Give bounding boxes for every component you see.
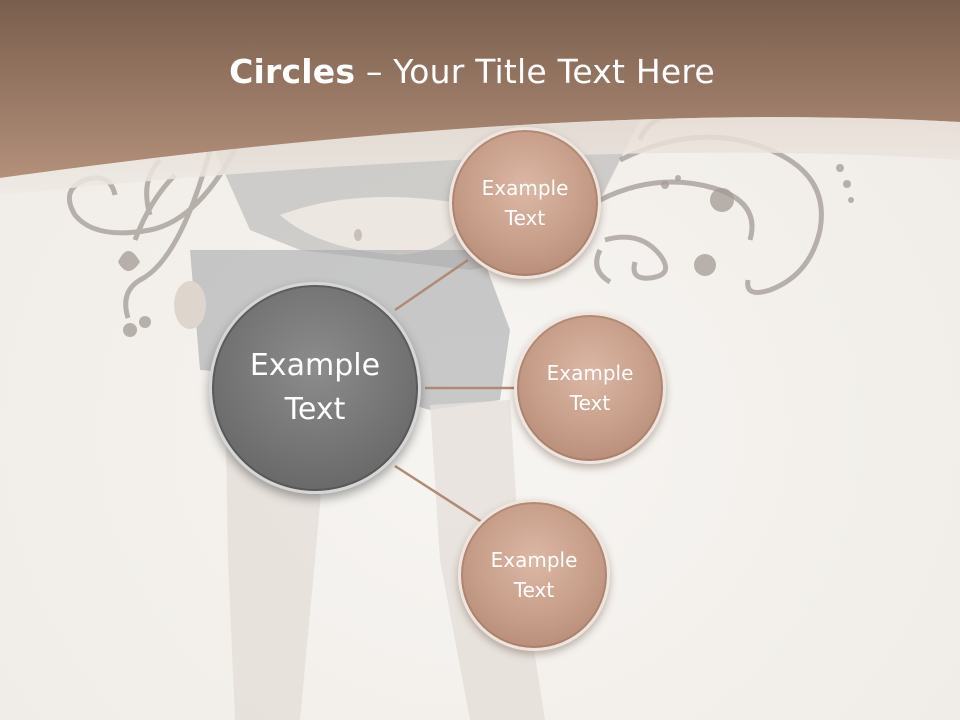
connector-bottom (394, 464, 483, 524)
satellite-top-line1: Example (481, 176, 569, 200)
center-circle-line1: Example (249, 348, 381, 383)
swirl-dots-right (661, 164, 854, 276)
center-circle: Example Text (209, 282, 421, 494)
satellite-circle-top: Example Text (449, 127, 601, 279)
satellite-circle-middle: Example Text (514, 312, 666, 464)
title-rest: – Your Title Text Here (355, 52, 715, 91)
connector-lines (394, 258, 515, 524)
satellite-bottom-line2: Text (513, 578, 555, 602)
swirl-dots-left (118, 251, 151, 337)
header-band (0, 0, 960, 178)
satellite-middle-line2: Text (569, 391, 611, 415)
satellite-circle-bottom: Example Text (458, 499, 610, 651)
satellite-middle-line1: Example (546, 361, 634, 385)
satellite-top-line2: Text (504, 206, 546, 230)
center-circle-line2: Text (284, 392, 346, 427)
slide-title: Circles – Your Title Text Here (0, 52, 944, 91)
connector-top (394, 258, 469, 312)
satellite-bottom-line1: Example (490, 548, 578, 572)
title-bold: Circles (229, 52, 356, 91)
